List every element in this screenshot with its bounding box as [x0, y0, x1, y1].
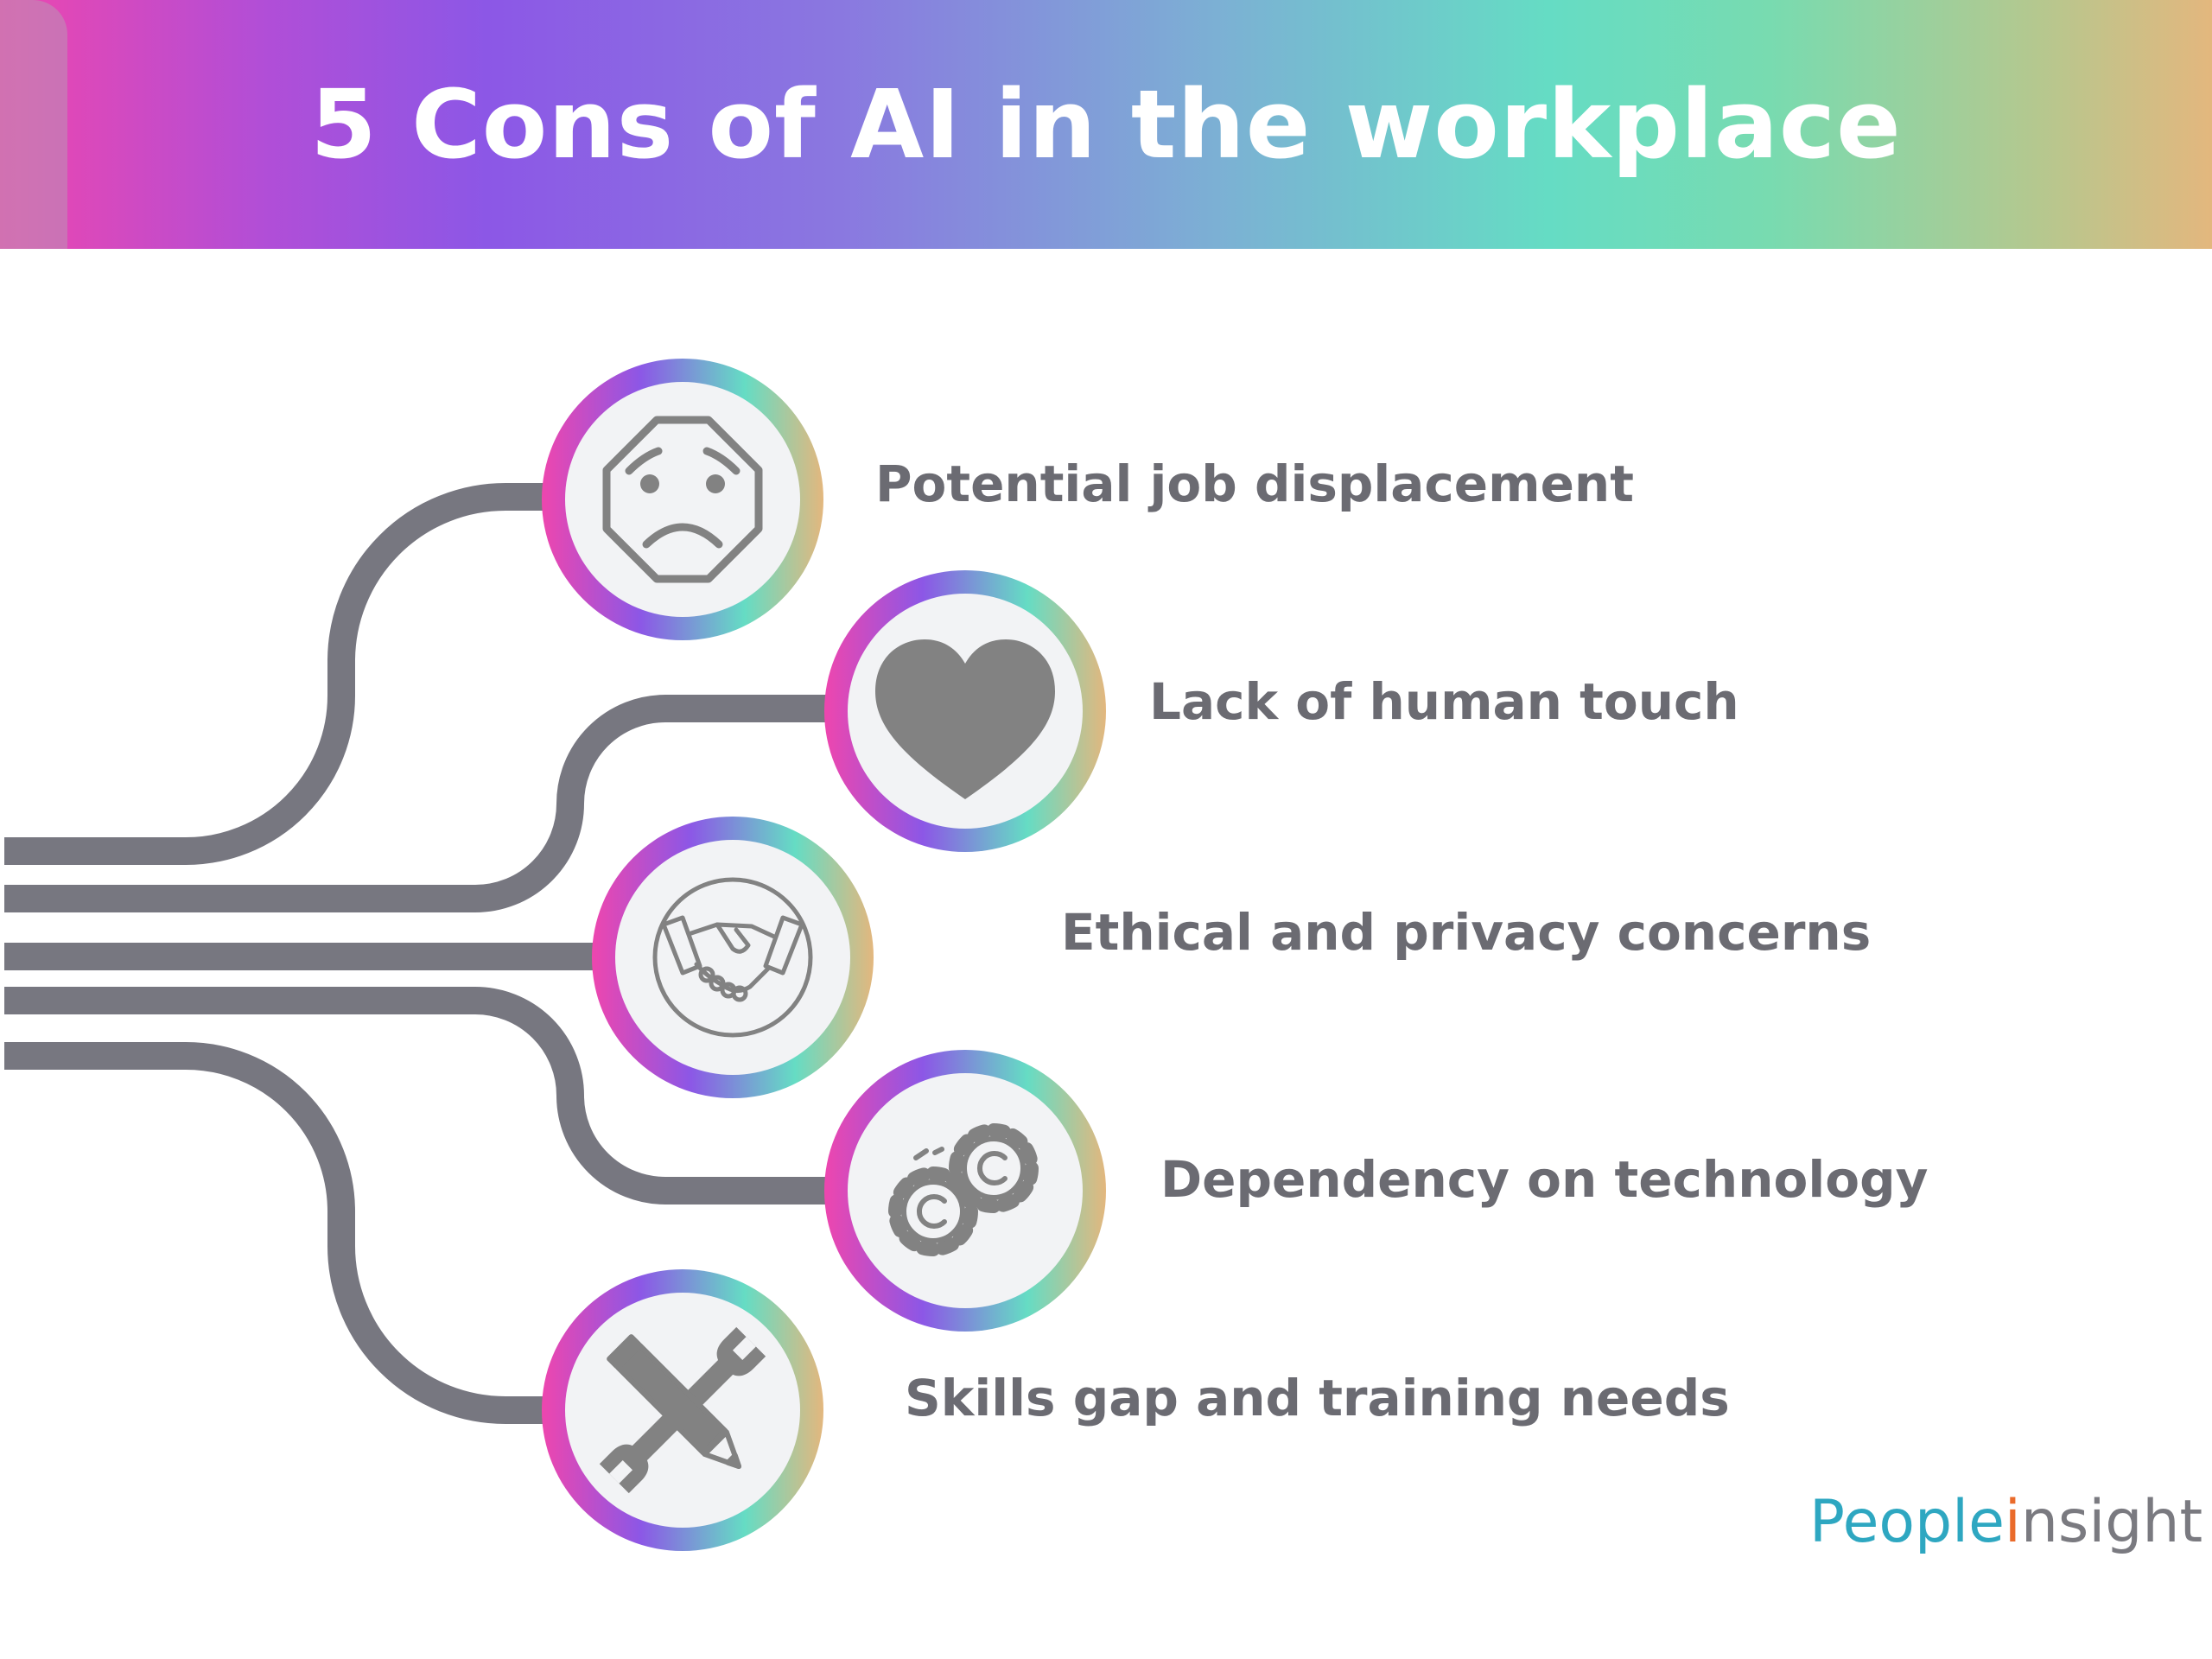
header-tab-decoration — [0, 0, 67, 249]
gears-icon — [888, 1123, 1039, 1256]
peopleinsight-logo: Peopleinsight — [1809, 1493, 2202, 1552]
node-4 — [824, 1050, 1106, 1332]
worried-face-icon — [602, 416, 763, 583]
connector-line-2 — [4, 695, 830, 912]
logo-mark-i: i — [2004, 1488, 2021, 1556]
item-label-5: Skills gap and training needs — [905, 1369, 1730, 1427]
node-3 — [592, 817, 874, 1098]
handshake-icon — [652, 877, 813, 1038]
node-5 — [542, 1269, 823, 1551]
page-title: 5 Cons of AI in the workplace — [310, 69, 1902, 180]
connector-line-4 — [4, 987, 830, 1205]
header-banner: 5 Cons of AI in the workplace — [0, 0, 2212, 249]
connector-line-5 — [4, 1042, 544, 1424]
node-1 — [542, 359, 823, 640]
connector-line-1 — [4, 483, 544, 865]
node-2 — [824, 570, 1106, 852]
item-label-4: Dependency on technology — [1160, 1150, 1929, 1209]
connector-lines — [4, 483, 830, 1424]
logo-text-nsight: nsight — [2020, 1488, 2203, 1556]
wrench-pencil-icon — [599, 1326, 766, 1494]
item-label-2: Lack of human touch — [1149, 672, 1739, 731]
logo-text-people: People — [1809, 1488, 2005, 1556]
item-label-1: Potential job displacement — [875, 454, 1634, 513]
heart-icon — [875, 639, 1055, 799]
item-label-3: Ethical and privacy concerns — [1061, 903, 1872, 962]
